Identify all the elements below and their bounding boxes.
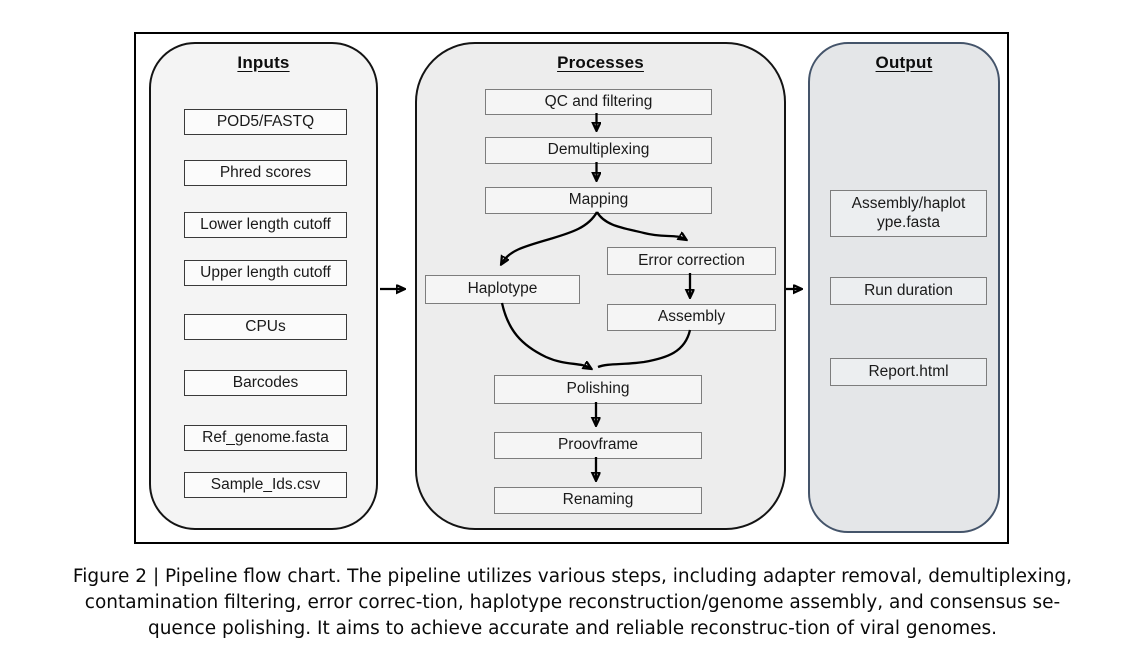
figure-caption: Figure 2 | Pipeline flow chart. The pipe… xyxy=(0,564,1145,642)
process-step-qc-and-filtering: QC and filtering xyxy=(485,89,712,115)
process-step-mapping: Mapping xyxy=(485,187,712,214)
caption-line-1: Figure 2 | Pipeline flow chart. The pipe… xyxy=(72,566,1073,587)
input-item-sample-ids-csv: Sample_Ids.csv xyxy=(184,472,347,498)
output-panel: Output Assembly/haplotype.fasta Run dura… xyxy=(808,42,1000,533)
inputs-panel: Inputs POD5/FASTQ Phred scores Lower len… xyxy=(149,42,378,530)
input-item-upper-length-cutoff: Upper length cutoff xyxy=(184,260,347,286)
input-item-phred-scores: Phred scores xyxy=(184,160,347,186)
output-item-report-html: Report.html xyxy=(830,358,987,386)
inputs-panel-title: Inputs xyxy=(237,53,290,72)
process-step-haplotype: Haplotype xyxy=(425,275,580,304)
output-item-assembly-haplotype-fasta: Assembly/haplotype.fasta xyxy=(830,190,987,237)
processes-panel-title: Processes xyxy=(557,53,644,72)
process-step-error-correction: Error correction xyxy=(607,247,776,275)
process-step-demultiplexing: Demultiplexing xyxy=(485,137,712,164)
input-item-pod5-fastq: POD5/FASTQ xyxy=(184,109,347,135)
output-item-run-duration: Run duration xyxy=(830,277,987,305)
input-item-lower-length-cutoff: Lower length cutoff xyxy=(184,212,347,238)
process-step-renaming: Renaming xyxy=(494,487,702,514)
input-item-barcodes: Barcodes xyxy=(184,370,347,396)
processes-panel: Processes QC and filtering Demultiplexin… xyxy=(415,42,786,530)
process-step-proovframe: Proovframe xyxy=(494,432,702,459)
caption-line-2: contamination filtering, error correc-ti… xyxy=(84,592,1061,613)
process-step-assembly: Assembly xyxy=(607,304,776,331)
caption-line-3: quence polishing. It aims to achieve acc… xyxy=(147,618,998,639)
process-step-polishing: Polishing xyxy=(494,375,702,404)
input-item-cpus: CPUs xyxy=(184,314,347,340)
input-item-ref-genome-fasta: Ref_genome.fasta xyxy=(184,425,347,451)
output-panel-title: Output xyxy=(875,53,933,72)
